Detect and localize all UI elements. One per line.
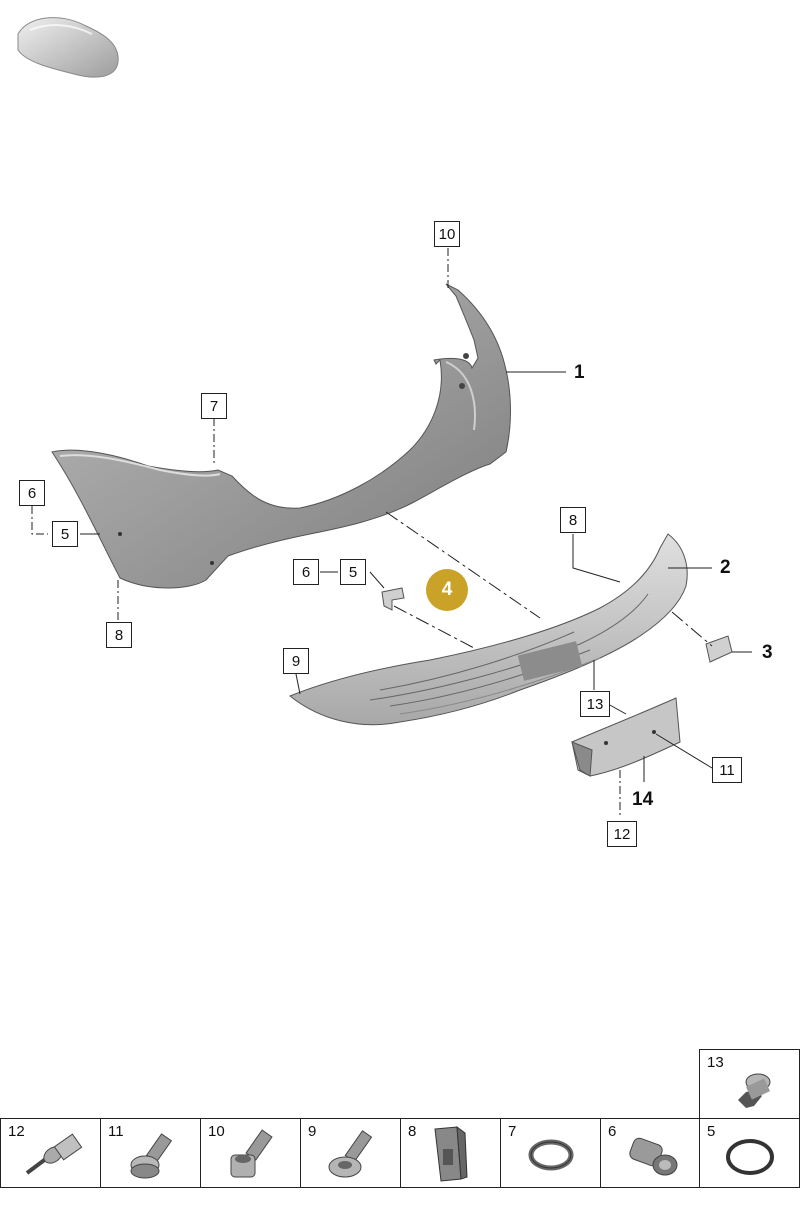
- parts-cell-7[interactable]: 7: [500, 1118, 601, 1188]
- callout-14[interactable]: 14: [632, 789, 654, 810]
- parts-cell-8[interactable]: 8: [400, 1118, 501, 1188]
- callout-10[interactable]: 10: [434, 221, 460, 247]
- car-thumbnail-icon: [17, 17, 119, 78]
- parts-cell-10[interactable]: 10: [200, 1118, 301, 1188]
- part-number-label: 10: [208, 1123, 225, 1140]
- part-number-label: 7: [508, 1123, 517, 1140]
- screw-9-icon: [328, 1130, 373, 1178]
- clip-icon: [434, 1125, 468, 1182]
- rear-diffuser: [289, 533, 688, 726]
- sensor-icon: [629, 1137, 678, 1176]
- callout-13[interactable]: 13: [580, 691, 610, 717]
- part-number-label: 11: [108, 1123, 124, 1140]
- callout-5-center[interactable]: 5: [340, 559, 366, 585]
- callout-2[interactable]: 2: [720, 557, 731, 578]
- callout-6-center[interactable]: 6: [293, 559, 319, 585]
- callout-8-right[interactable]: 8: [560, 507, 586, 533]
- part-number-label: 8: [408, 1123, 417, 1140]
- bracket-part: [381, 587, 405, 611]
- seal-ring-icon: [726, 1139, 774, 1175]
- parts-cell-9[interactable]: 9: [300, 1118, 401, 1188]
- callout-3[interactable]: 3: [762, 642, 773, 663]
- callout-6-left[interactable]: 6: [19, 480, 45, 506]
- parts-cell-11[interactable]: 11: [100, 1118, 201, 1188]
- rear-bumper-cover: [51, 283, 511, 589]
- callout-1[interactable]: 1: [574, 362, 585, 383]
- part-number-label: 9: [308, 1123, 317, 1140]
- callout-4-highlight[interactable]: 4: [426, 569, 468, 611]
- sensor-ring-icon: [528, 1139, 574, 1171]
- callout-8-left[interactable]: 8: [106, 622, 132, 648]
- part-number-label: 5: [707, 1123, 716, 1140]
- leader-lines: [31, 248, 752, 818]
- parts-cell-12[interactable]: 12: [0, 1118, 101, 1188]
- callout-11[interactable]: 11: [712, 757, 742, 783]
- bolt-11-icon: [130, 1133, 173, 1179]
- trim-piece: [705, 635, 733, 663]
- parts-cell-13[interactable]: 13: [699, 1049, 800, 1119]
- bolt-10-icon: [230, 1129, 273, 1178]
- part-number-label: 13: [707, 1054, 724, 1071]
- callout-7[interactable]: 7: [201, 393, 227, 419]
- rivet-icon: [25, 1133, 83, 1175]
- callout-12[interactable]: 12: [607, 821, 637, 847]
- callout-5-left[interactable]: 5: [52, 521, 78, 547]
- parts-cell-6[interactable]: 6: [600, 1118, 701, 1188]
- part-number-label: 12: [8, 1123, 25, 1140]
- callout-9[interactable]: 9: [283, 648, 309, 674]
- parts-cell-5[interactable]: 5: [699, 1118, 800, 1188]
- license-plate-carrier: [571, 697, 681, 777]
- part-number-label: 6: [608, 1123, 617, 1140]
- screw-13-icon: [738, 1073, 771, 1108]
